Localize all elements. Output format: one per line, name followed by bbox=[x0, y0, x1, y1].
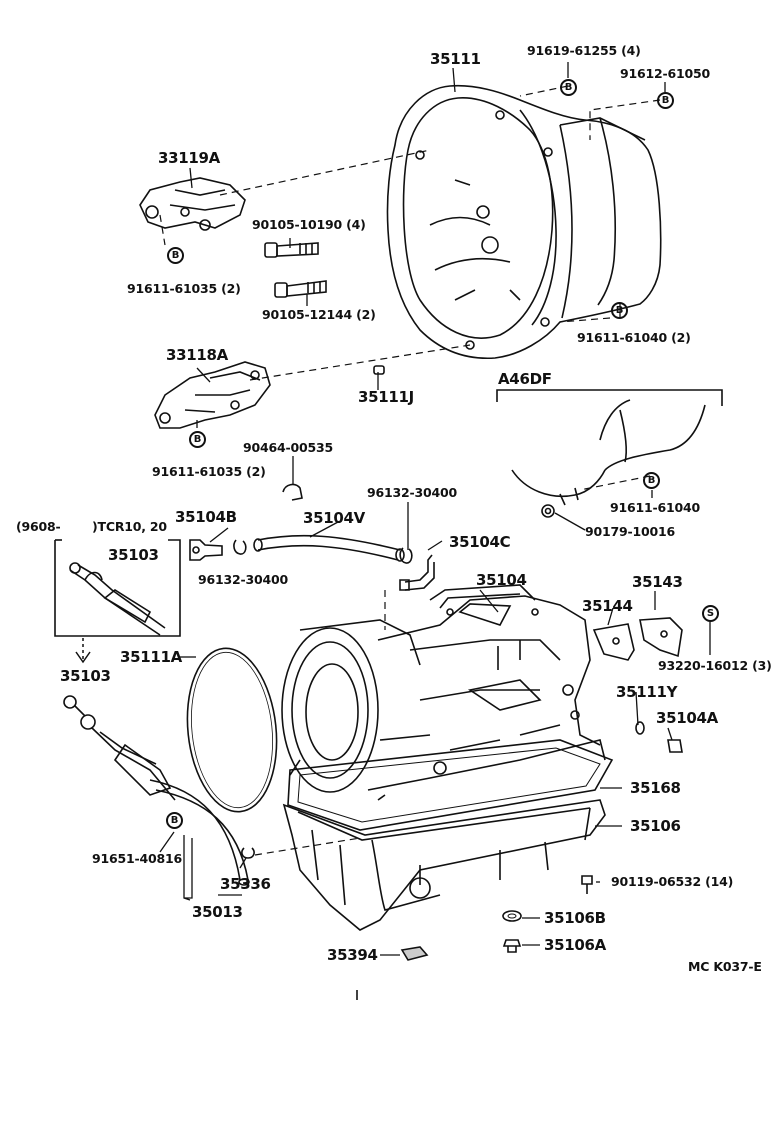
marker-b: B bbox=[560, 79, 577, 96]
label-35336: 35336 bbox=[220, 875, 271, 893]
bolts-90105 bbox=[265, 243, 326, 297]
label-35168: 35168 bbox=[630, 779, 681, 797]
label-35111: 35111 bbox=[430, 50, 481, 68]
label-tcr10-20: )TCR10, 20 bbox=[92, 519, 167, 534]
marker-b: B bbox=[167, 247, 184, 264]
label-35104C: 35104C bbox=[449, 533, 511, 551]
diagram-code: MC K037-E bbox=[688, 959, 762, 974]
label-90105-12144: 90105-12144 (2) bbox=[262, 307, 376, 322]
marker-b: B bbox=[166, 812, 183, 829]
label-35111Y: 35111Y bbox=[616, 683, 678, 701]
marker-b: B bbox=[657, 92, 674, 109]
label-91611-61040-inset: 91611-61040 bbox=[610, 500, 700, 515]
a46df-inset bbox=[497, 390, 722, 517]
label-35104: 35104 bbox=[476, 571, 527, 589]
label-33119A: 33119A bbox=[158, 149, 220, 167]
label-a46df: A46DF bbox=[498, 370, 552, 388]
marker-b: B bbox=[189, 431, 206, 448]
label-90179-10016: 90179-10016 bbox=[585, 524, 675, 539]
label-91651-40816: 91651-40816 bbox=[92, 851, 182, 866]
label-35103-inset: 35103 bbox=[108, 546, 159, 564]
hose-35104V bbox=[190, 536, 434, 590]
label-35144: 35144 bbox=[582, 597, 633, 615]
label-96132-30400-top: 96132-30400 bbox=[367, 485, 457, 500]
transmission-case-35104 bbox=[282, 585, 605, 800]
label-93220-16012: 93220-16012 (3) bbox=[658, 658, 772, 673]
label-35013: 35013 bbox=[192, 903, 243, 921]
label-35103: 35103 bbox=[60, 667, 111, 685]
o-ring-35111A bbox=[180, 644, 285, 816]
transmission-housing-35111 bbox=[387, 86, 660, 359]
label-35106: 35106 bbox=[630, 817, 681, 835]
gasket-35168 bbox=[288, 740, 612, 830]
label-35394: 35394 bbox=[327, 946, 378, 964]
bracket-33119A bbox=[140, 178, 245, 230]
label-35111A: 35111A bbox=[120, 648, 182, 666]
label-91611-61035-lower: 91611-61035 (2) bbox=[152, 464, 266, 479]
label-91611-61040-top: 91611-61040 (2) bbox=[577, 330, 691, 345]
label-9608: (9608- bbox=[16, 519, 61, 534]
label-35143: 35143 bbox=[632, 573, 683, 591]
label-91619-61255: 91619-61255 (4) bbox=[527, 43, 641, 58]
label-35104A: 35104A bbox=[656, 709, 718, 727]
marker-b: B bbox=[643, 472, 660, 489]
label-35111J: 35111J bbox=[358, 388, 414, 406]
marker-s: S bbox=[702, 605, 719, 622]
label-35106A: 35106A bbox=[544, 936, 606, 954]
label-35106B: 35106B bbox=[544, 909, 606, 927]
label-35104B: 35104B bbox=[175, 508, 237, 526]
label-91612-61050: 91612-61050 bbox=[620, 66, 710, 81]
label-35104V: 35104V bbox=[303, 509, 365, 527]
dipstick-tube-35013 bbox=[64, 696, 249, 885]
label-91611-61035-top: 91611-61035 (2) bbox=[127, 281, 241, 296]
brackets-35143-35144 bbox=[594, 618, 682, 660]
tcr-inset-box bbox=[55, 540, 180, 636]
label-33118A: 33118A bbox=[166, 346, 228, 364]
label-96132-30400-lower: 96132-30400 bbox=[198, 572, 288, 587]
label-90119-06532: 90119-06532 (14) bbox=[611, 874, 734, 889]
oil-pan-35106 bbox=[284, 800, 605, 930]
label-90464-00535: 90464-00535 bbox=[243, 440, 333, 455]
bracket-33118A bbox=[155, 362, 270, 428]
marker-b: B bbox=[611, 302, 628, 319]
label-90105-10190: 90105-10190 (4) bbox=[252, 217, 366, 232]
